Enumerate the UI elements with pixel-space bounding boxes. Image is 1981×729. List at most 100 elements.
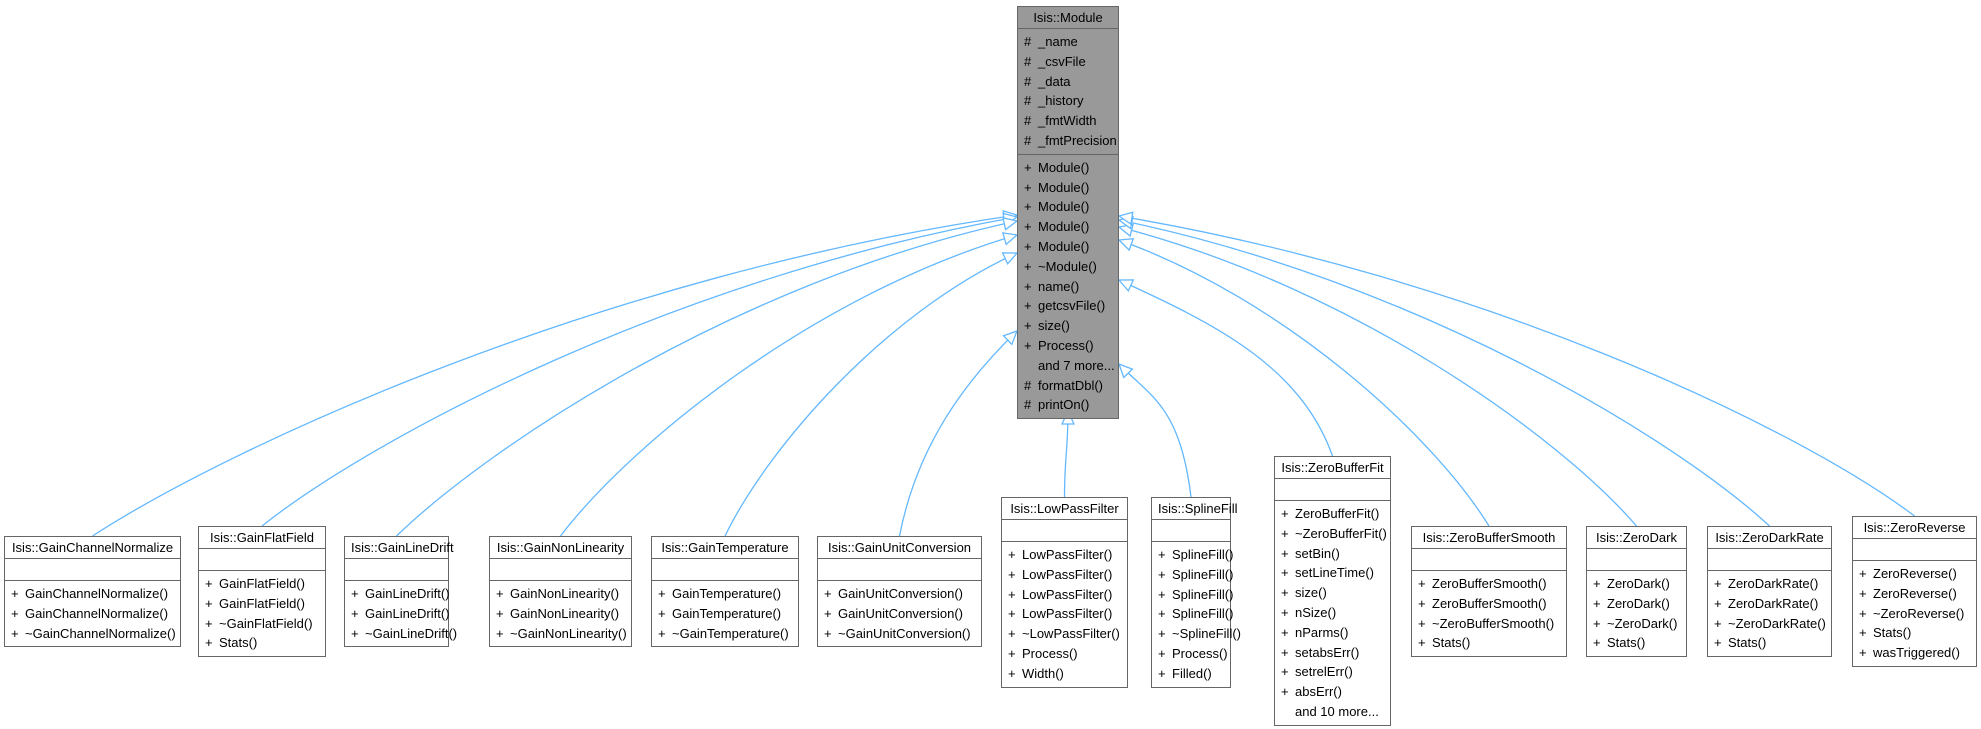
member-row[interactable]: +~Module() xyxy=(1018,257,1118,277)
member-row[interactable]: +Module() xyxy=(1018,197,1118,217)
class-title[interactable]: Isis::GainUnitConversion xyxy=(818,537,981,559)
member-row[interactable]: +size() xyxy=(1275,583,1390,603)
member-row[interactable]: +ZeroDarkRate() xyxy=(1708,594,1831,614)
class-title[interactable]: Isis::GainFlatField xyxy=(199,527,325,549)
class-box-zerobufferfit[interactable]: Isis::ZeroBufferFit+ZeroBufferFit()+~Zer… xyxy=(1274,456,1391,726)
member-row[interactable]: +ZeroBufferSmooth() xyxy=(1412,574,1566,594)
class-title[interactable]: Isis::SplineFill xyxy=(1152,498,1237,520)
member-row[interactable]: +SplineFill() xyxy=(1152,604,1233,624)
class-title[interactable]: Isis::GainNonLinearity xyxy=(490,537,631,559)
member-row[interactable]: +GainLineDrift() xyxy=(345,604,450,624)
class-box-gainnonlinearity[interactable]: Isis::GainNonLinearity+GainNonLinearity(… xyxy=(489,536,632,648)
member-row[interactable]: +~GainTemperature() xyxy=(652,624,798,644)
member-row[interactable]: #_history xyxy=(1018,91,1118,111)
member-row[interactable]: +LowPassFilter() xyxy=(1002,604,1127,624)
member-row[interactable]: +~GainLineDrift() xyxy=(345,624,457,644)
class-box-gainunitconversion[interactable]: Isis::GainUnitConversion+GainUnitConvers… xyxy=(817,536,982,648)
member-row[interactable]: +ZeroBufferFit() xyxy=(1275,504,1390,524)
member-row[interactable]: #formatDbl() xyxy=(1018,376,1118,396)
member-row[interactable]: +~ZeroDarkRate() xyxy=(1708,614,1831,634)
member-row[interactable]: +setabsErr() xyxy=(1275,643,1390,663)
member-row[interactable]: +SplineFill() xyxy=(1152,585,1233,605)
member-row[interactable]: +~ZeroBufferSmooth() xyxy=(1412,614,1566,634)
member-row[interactable]: +size() xyxy=(1018,316,1118,336)
member-row[interactable]: +SplineFill() xyxy=(1152,545,1233,565)
member-row[interactable]: +Stats() xyxy=(1587,633,1686,653)
class-box-module[interactable]: Isis::Module#_name#_csvFile#_data#_histo… xyxy=(1017,6,1119,420)
member-row[interactable]: +GainNonLinearity() xyxy=(490,584,631,604)
class-title[interactable]: Isis::Module xyxy=(1018,7,1118,29)
member-row[interactable]: +GainUnitConversion() xyxy=(818,584,981,604)
member-row[interactable]: +GainTemperature() xyxy=(652,584,798,604)
member-row[interactable]: +absErr() xyxy=(1275,682,1390,702)
member-row[interactable]: +setLineTime() xyxy=(1275,563,1390,583)
member-row[interactable]: +~GainFlatField() xyxy=(199,614,325,634)
member-row[interactable]: +~ZeroDark() xyxy=(1587,614,1686,634)
class-box-splinefill[interactable]: Isis::SplineFill+SplineFill()+SplineFill… xyxy=(1151,497,1241,688)
class-title[interactable]: Isis::LowPassFilter xyxy=(1002,498,1127,520)
class-title[interactable]: Isis::GainTemperature xyxy=(652,537,798,559)
member-row[interactable]: +LowPassFilter() xyxy=(1002,585,1127,605)
class-title[interactable]: Isis::GainLineDrift xyxy=(345,537,454,559)
member-row[interactable]: +name() xyxy=(1018,277,1118,297)
class-box-lowpassfilter[interactable]: Isis::LowPassFilter+LowPassFilter()+LowP… xyxy=(1001,497,1128,688)
member-row[interactable]: #_csvFile xyxy=(1018,52,1118,72)
member-row[interactable]: +GainFlatField() xyxy=(199,574,325,594)
member-row[interactable]: +~GainNonLinearity() xyxy=(490,624,631,644)
class-box-zerobuffersmooth[interactable]: Isis::ZeroBufferSmooth+ZeroBufferSmooth(… xyxy=(1411,526,1567,658)
member-row[interactable]: and 7 more... xyxy=(1018,356,1118,376)
member-row[interactable]: +Stats() xyxy=(199,633,325,653)
member-row[interactable]: +ZeroDarkRate() xyxy=(1708,574,1831,594)
member-row[interactable]: +ZeroReverse() xyxy=(1853,564,1976,584)
member-row[interactable]: +Process() xyxy=(1152,644,1230,664)
member-row[interactable]: +GainUnitConversion() xyxy=(818,604,981,624)
member-row[interactable]: +~GainChannelNormalize() xyxy=(5,624,180,644)
member-row[interactable]: +Stats() xyxy=(1412,633,1566,653)
member-row[interactable]: +LowPassFilter() xyxy=(1002,545,1127,565)
class-box-zerodark[interactable]: Isis::ZeroDark+ZeroDark()+ZeroDark()+~Ze… xyxy=(1586,526,1687,658)
member-row[interactable]: +~LowPassFilter() xyxy=(1002,624,1127,644)
member-row[interactable]: +Width() xyxy=(1002,664,1127,684)
class-box-gaintemperature[interactable]: Isis::GainTemperature+GainTemperature()+… xyxy=(651,536,799,648)
member-row[interactable]: +Stats() xyxy=(1708,633,1831,653)
member-row[interactable]: +GainFlatField() xyxy=(199,594,325,614)
member-row[interactable]: +GainTemperature() xyxy=(652,604,798,624)
member-row[interactable]: +Module() xyxy=(1018,217,1118,237)
member-row[interactable]: +Process() xyxy=(1018,336,1118,356)
class-box-gainchannelnormalize[interactable]: Isis::GainChannelNormalize+GainChannelNo… xyxy=(4,536,181,648)
class-title[interactable]: Isis::ZeroBufferFit xyxy=(1275,457,1390,479)
member-row[interactable]: +setrelErr() xyxy=(1275,662,1390,682)
member-row[interactable]: +ZeroDark() xyxy=(1587,594,1686,614)
member-row[interactable]: #printOn() xyxy=(1018,395,1118,415)
member-row[interactable]: +GainLineDrift() xyxy=(345,584,450,604)
member-row[interactable]: +ZeroBufferSmooth() xyxy=(1412,594,1566,614)
member-row[interactable]: +nSize() xyxy=(1275,603,1390,623)
member-row[interactable]: +~GainUnitConversion() xyxy=(818,624,981,644)
member-row[interactable]: #_name xyxy=(1018,32,1118,52)
member-row[interactable]: #_fmtPrecision xyxy=(1018,131,1118,151)
member-row[interactable]: #_data xyxy=(1018,72,1118,92)
member-row[interactable]: +SplineFill() xyxy=(1152,565,1233,585)
member-row[interactable]: #_fmtWidth xyxy=(1018,111,1118,131)
member-row[interactable]: +GainChannelNormalize() xyxy=(5,584,180,604)
class-title[interactable]: Isis::ZeroBufferSmooth xyxy=(1412,527,1566,549)
member-row[interactable]: +wasTriggered() xyxy=(1853,643,1976,663)
member-row[interactable]: +Filled() xyxy=(1152,664,1230,684)
member-row[interactable]: +Stats() xyxy=(1853,623,1976,643)
member-row[interactable]: +Process() xyxy=(1002,644,1127,664)
class-title[interactable]: Isis::ZeroDark xyxy=(1587,527,1686,549)
member-row[interactable]: +GainChannelNormalize() xyxy=(5,604,180,624)
member-row[interactable]: +~ZeroBufferFit() xyxy=(1275,524,1390,544)
member-row[interactable]: +nParms() xyxy=(1275,623,1390,643)
member-row[interactable]: and 10 more... xyxy=(1275,702,1390,722)
member-row[interactable]: +setBin() xyxy=(1275,544,1390,564)
class-title[interactable]: Isis::ZeroDarkRate xyxy=(1708,527,1831,549)
member-row[interactable]: +GainNonLinearity() xyxy=(490,604,631,624)
class-box-zeroreverse[interactable]: Isis::ZeroReverse+ZeroReverse()+ZeroReve… xyxy=(1852,516,1977,667)
member-row[interactable]: +getcsvFile() xyxy=(1018,296,1118,316)
class-box-zerodarkrate[interactable]: Isis::ZeroDarkRate+ZeroDarkRate()+ZeroDa… xyxy=(1707,526,1832,658)
class-box-gainflatfield[interactable]: Isis::GainFlatField+GainFlatField()+Gain… xyxy=(198,526,326,658)
member-row[interactable]: +ZeroDark() xyxy=(1587,574,1686,594)
member-row[interactable]: +Module() xyxy=(1018,237,1118,257)
member-row[interactable]: +Module() xyxy=(1018,158,1118,178)
